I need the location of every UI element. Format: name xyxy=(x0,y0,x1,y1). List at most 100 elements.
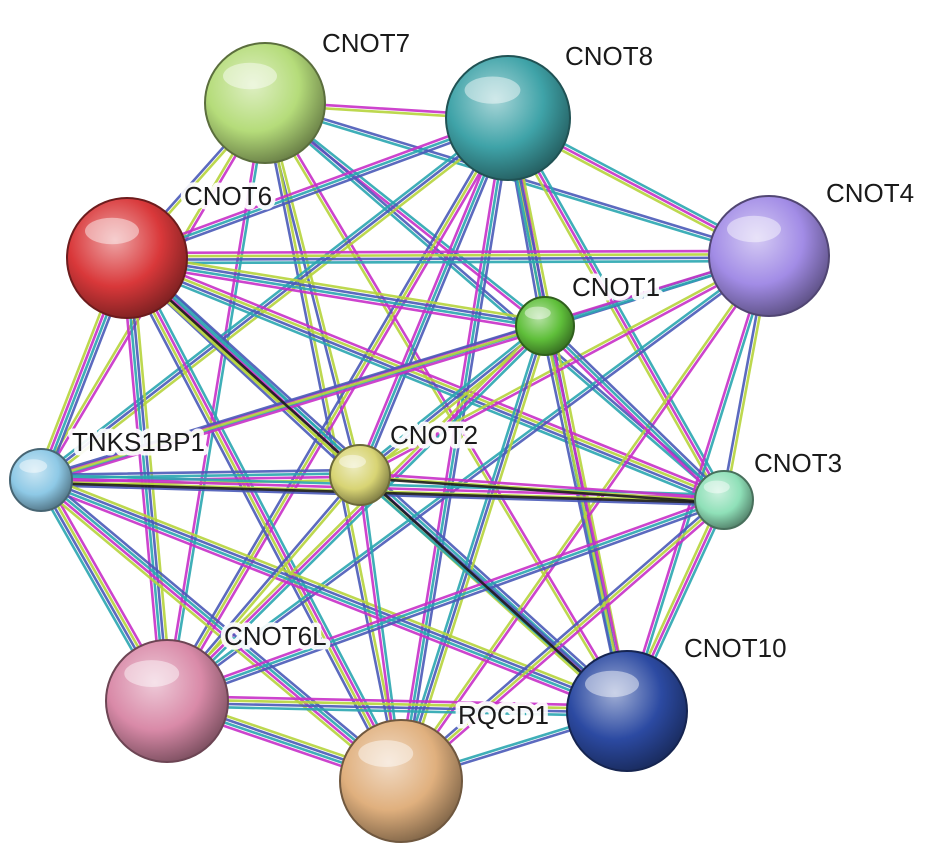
edge-cnot1-tnks1bp1 xyxy=(39,324,547,482)
node-cnot10-sphere xyxy=(566,650,688,772)
node-label-halo-cnot1: CNOT1 xyxy=(572,272,660,302)
node-label-cnot6: CNOT6 xyxy=(184,181,272,211)
edge-cnot3-rqcd1 xyxy=(401,501,728,785)
edge-cnot3-rqcd1 xyxy=(397,496,724,780)
node-tnks1bp1[interactable] xyxy=(9,448,73,512)
node-cnot6-sphere xyxy=(66,197,188,319)
node-label-cnot1: CNOT1 xyxy=(572,272,660,302)
edge-cnot6-cnot1 xyxy=(124,261,546,333)
edge-cnot1-cnot6l xyxy=(163,322,544,700)
node-label-halo-cnot7: CNOT7 xyxy=(322,28,410,58)
edge-cnot6-cnot3 xyxy=(123,261,724,507)
node-label-cnot3: CNOT3 xyxy=(754,448,842,478)
edge-cnot1-cnot3 xyxy=(541,327,723,504)
node-tnks1bp1-highlight xyxy=(19,459,48,473)
edge-cnot1-cnot10 xyxy=(543,324,629,713)
edge-cnot3-cnot6l xyxy=(165,498,726,703)
node-label-halo-cnot2: CNOT2 xyxy=(390,420,478,450)
edge-tnks1bp1-rqcd1 xyxy=(42,474,406,779)
node-label-tnks1bp1: TNKS1BP1 xyxy=(72,427,205,457)
node-cnot1[interactable] xyxy=(515,296,575,356)
edge-cnot8-cnot3 xyxy=(509,115,729,500)
node-label-halo-cnot6l: CNOT6L xyxy=(224,621,327,651)
node-cnot6-highlight xyxy=(85,217,139,245)
edge-cnot4-cnot10 xyxy=(624,254,769,712)
edge-cnot6-cnot4 xyxy=(125,259,771,265)
edge-cnot4-cnot6l xyxy=(164,253,770,701)
edge-cnot1-cnot3 xyxy=(543,324,726,502)
node-cnot6l[interactable] xyxy=(105,639,229,763)
node-label-halo-cnot3: CNOT3 xyxy=(754,448,842,478)
node-cnot8-highlight xyxy=(464,76,521,104)
edge-cnot6l-cnot10 xyxy=(165,698,629,711)
node-cnot4[interactable] xyxy=(708,195,830,317)
node-cnot6l-sphere xyxy=(105,639,229,763)
edge-cnot6-cnot1 xyxy=(125,255,547,326)
node-cnot3[interactable] xyxy=(694,470,754,530)
node-cnot1-highlight xyxy=(524,306,551,320)
node-rqcd1[interactable] xyxy=(339,719,463,843)
edge-cnot8-rqcd1 xyxy=(399,116,510,783)
node-cnot10[interactable] xyxy=(566,650,688,772)
edge-cnot1-cnot10 xyxy=(540,325,625,714)
edge-tnks1bp1-rqcd1 xyxy=(38,480,402,784)
node-cnot7-highlight xyxy=(223,62,277,90)
edge-cnot8-cnot6l xyxy=(165,116,510,703)
edge-cnot6-cnot4 xyxy=(125,256,771,261)
node-cnot6l-highlight xyxy=(124,660,180,687)
edge-cnot8-cnot2 xyxy=(355,115,507,475)
edge-cnot2-cnot3-dark xyxy=(358,476,726,505)
edge-cnot8-cnot2 xyxy=(358,116,510,477)
edge-cnot1-tnks1bp1 xyxy=(38,321,546,479)
edge-cnot1-cnot10 xyxy=(547,323,632,712)
edge-cnot3-rqcd1 xyxy=(399,498,726,783)
edge-cnot1-cnot2 xyxy=(356,322,545,474)
node-cnot3-highlight xyxy=(703,480,730,494)
node-label-cnot10: CNOT10 xyxy=(684,633,787,663)
edge-cnot8-tnks1bp1 xyxy=(41,119,512,484)
edge-cnot6-rqcd1 xyxy=(127,255,404,782)
edge-cnot7-rqcd1 xyxy=(265,101,404,782)
network-nodes xyxy=(9,42,830,843)
node-cnot4-highlight xyxy=(727,215,781,243)
edge-cnot1-tnks1bp1 xyxy=(40,327,548,485)
node-label-halo-cnot8: CNOT8 xyxy=(565,41,653,71)
edge-tnks1bp1-cnot10 xyxy=(40,477,629,711)
edge-cnot8-tnks1bp1 xyxy=(39,116,510,482)
node-label-halo-rqcd1: RQCD1 xyxy=(458,700,549,730)
edge-cnot6l-cnot10 xyxy=(165,704,629,718)
edge-cnot3-cnot6l xyxy=(164,495,725,700)
node-cnot2-highlight xyxy=(339,454,366,469)
node-cnot4-sphere xyxy=(708,195,830,317)
node-cnot10-highlight xyxy=(585,670,639,698)
edge-cnot8-cnot2 xyxy=(361,118,513,478)
edge-cnot6-cnot1 xyxy=(125,258,547,329)
node-cnot2[interactable] xyxy=(329,444,391,506)
edge-cnot8-cnot3 xyxy=(503,118,723,503)
node-rqcd1-sphere xyxy=(339,719,463,843)
node-cnot8[interactable] xyxy=(445,55,571,181)
edge-cnot6-rqcd1 xyxy=(124,257,401,784)
edge-tnks1bp1-cnot10 xyxy=(37,483,627,718)
edge-cnot8-cnot6 xyxy=(125,116,510,260)
node-label-halo-cnot10: CNOT10 xyxy=(684,633,787,663)
edge-cnot6-rqcd1 xyxy=(121,259,398,785)
node-label-halo-cnot6: CNOT6 xyxy=(184,181,272,211)
edge-cnot8-rqcd1 xyxy=(396,116,506,782)
node-rqcd1-highlight xyxy=(358,740,414,767)
edge-cnot6l-cnot10 xyxy=(165,701,629,714)
node-label-cnot4: CNOT4 xyxy=(826,178,914,208)
edge-cnot8-tnks1bp1 xyxy=(37,114,508,479)
node-cnot7[interactable] xyxy=(204,42,326,164)
node-label-cnot7: CNOT7 xyxy=(322,28,410,58)
edge-cnot8-cnot6 xyxy=(124,113,509,257)
edge-cnot6-cnot1 xyxy=(126,251,548,323)
edge-cnot2-cnot3 xyxy=(358,472,726,500)
node-label-cnot2: CNOT2 xyxy=(390,420,478,450)
node-cnot3-sphere xyxy=(694,470,754,530)
node-cnot6[interactable] xyxy=(66,197,188,319)
edge-tnks1bp1-rqcd1 xyxy=(36,482,400,787)
edge-tnks1bp1-cnot2 xyxy=(39,468,362,477)
